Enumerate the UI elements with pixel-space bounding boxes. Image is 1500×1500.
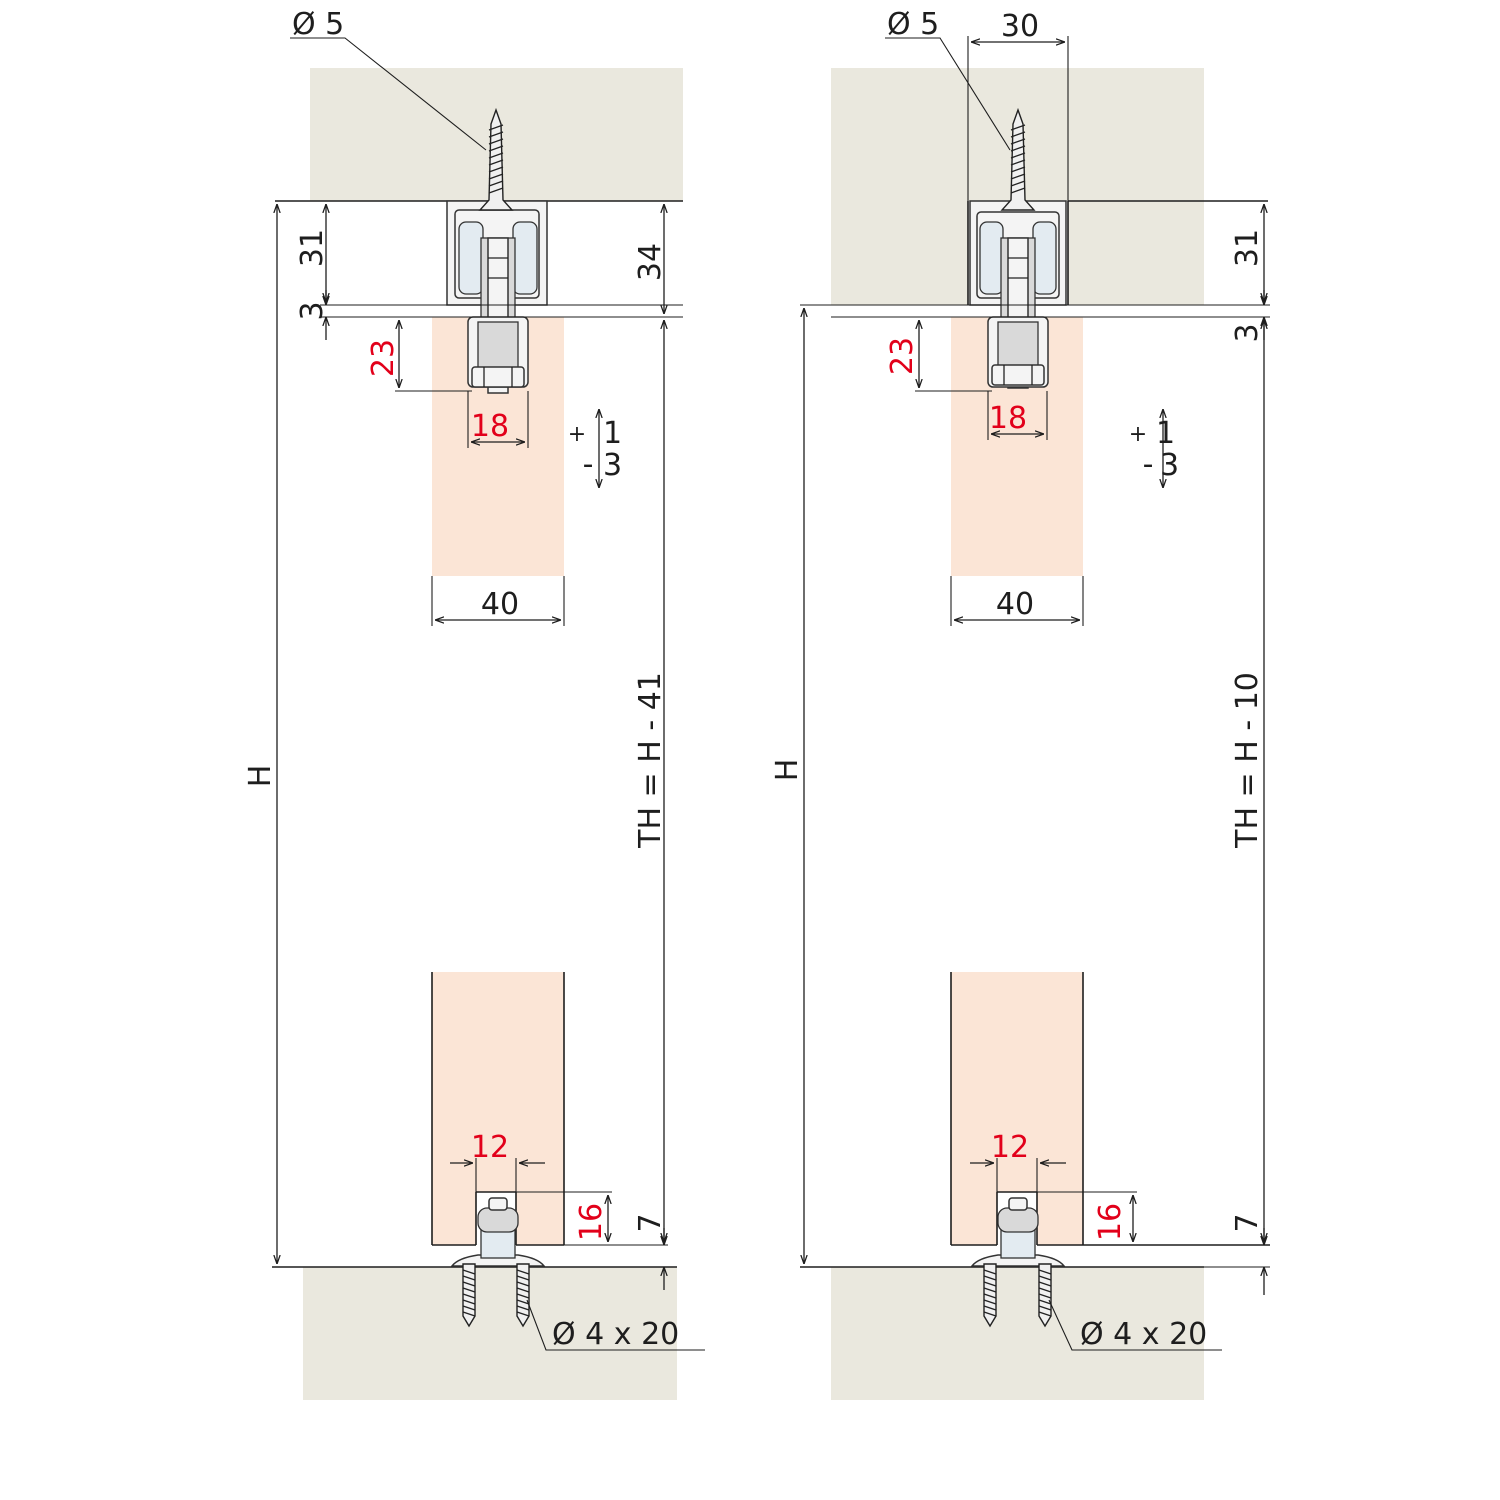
floor-guide-icon bbox=[970, 1197, 1066, 1327]
right-formula: TH = H - 10 bbox=[1230, 672, 1265, 849]
left-dim-H: H bbox=[243, 765, 278, 788]
left-tol-plus: + bbox=[568, 422, 586, 447]
right-dim-40: 40 bbox=[996, 587, 1034, 622]
right-dim-12: 12 bbox=[991, 1130, 1029, 1165]
left-screw-top-label: Ø 5 bbox=[292, 7, 344, 42]
left-tol-1: 1 bbox=[603, 416, 622, 451]
left-dim-31: 31 bbox=[295, 229, 330, 267]
left-dim-34: 34 bbox=[633, 243, 668, 281]
left-dim-16: 16 bbox=[574, 1203, 609, 1241]
left-screw-bottom-label: Ø 4 x 20 bbox=[552, 1317, 679, 1352]
right-screw-bottom-label: Ø 4 x 20 bbox=[1080, 1317, 1207, 1352]
left-tol-3: 3 bbox=[603, 448, 622, 483]
right-assembly: Ø 5 30 31 3 23 18 + 1 - 3 40 bbox=[770, 7, 1270, 1400]
left-assembly: Ø 5 31 3 34 23 18 + 1 - 3 40 bbox=[243, 7, 705, 1400]
floor-guide-icon bbox=[450, 1197, 546, 1327]
right-floor-wall bbox=[831, 1267, 1204, 1400]
right-dim-30: 30 bbox=[1001, 9, 1039, 44]
left-dim-7: 7 bbox=[633, 1213, 668, 1232]
right-dim-23: 23 bbox=[885, 337, 920, 375]
roller-carriage-icon bbox=[458, 221, 538, 394]
right-dim-7: 7 bbox=[1230, 1213, 1265, 1232]
left-dim-40: 40 bbox=[481, 587, 519, 622]
right-dim-18: 18 bbox=[989, 401, 1027, 436]
left-formula: TH = H - 41 bbox=[633, 672, 668, 849]
right-tol-1: 1 bbox=[1156, 416, 1175, 451]
left-dim-12: 12 bbox=[471, 1130, 509, 1165]
right-dim-31: 31 bbox=[1230, 229, 1265, 267]
left-floor-wall bbox=[303, 1267, 677, 1400]
left-tol-minus: - bbox=[583, 447, 594, 482]
right-tol-3: 3 bbox=[1160, 448, 1179, 483]
left-dim-3: 3 bbox=[295, 301, 330, 320]
left-dim-18: 18 bbox=[471, 409, 509, 444]
right-dim-16: 16 bbox=[1093, 1203, 1128, 1241]
right-dim-H: H bbox=[770, 759, 805, 782]
right-tol-minus: - bbox=[1143, 447, 1154, 482]
right-screw-top-label: Ø 5 bbox=[887, 7, 939, 42]
right-dim-3: 3 bbox=[1230, 323, 1265, 342]
roller-carriage-icon bbox=[979, 221, 1057, 389]
left-dim-23: 23 bbox=[366, 339, 401, 377]
right-tol-plus: + bbox=[1129, 422, 1147, 447]
